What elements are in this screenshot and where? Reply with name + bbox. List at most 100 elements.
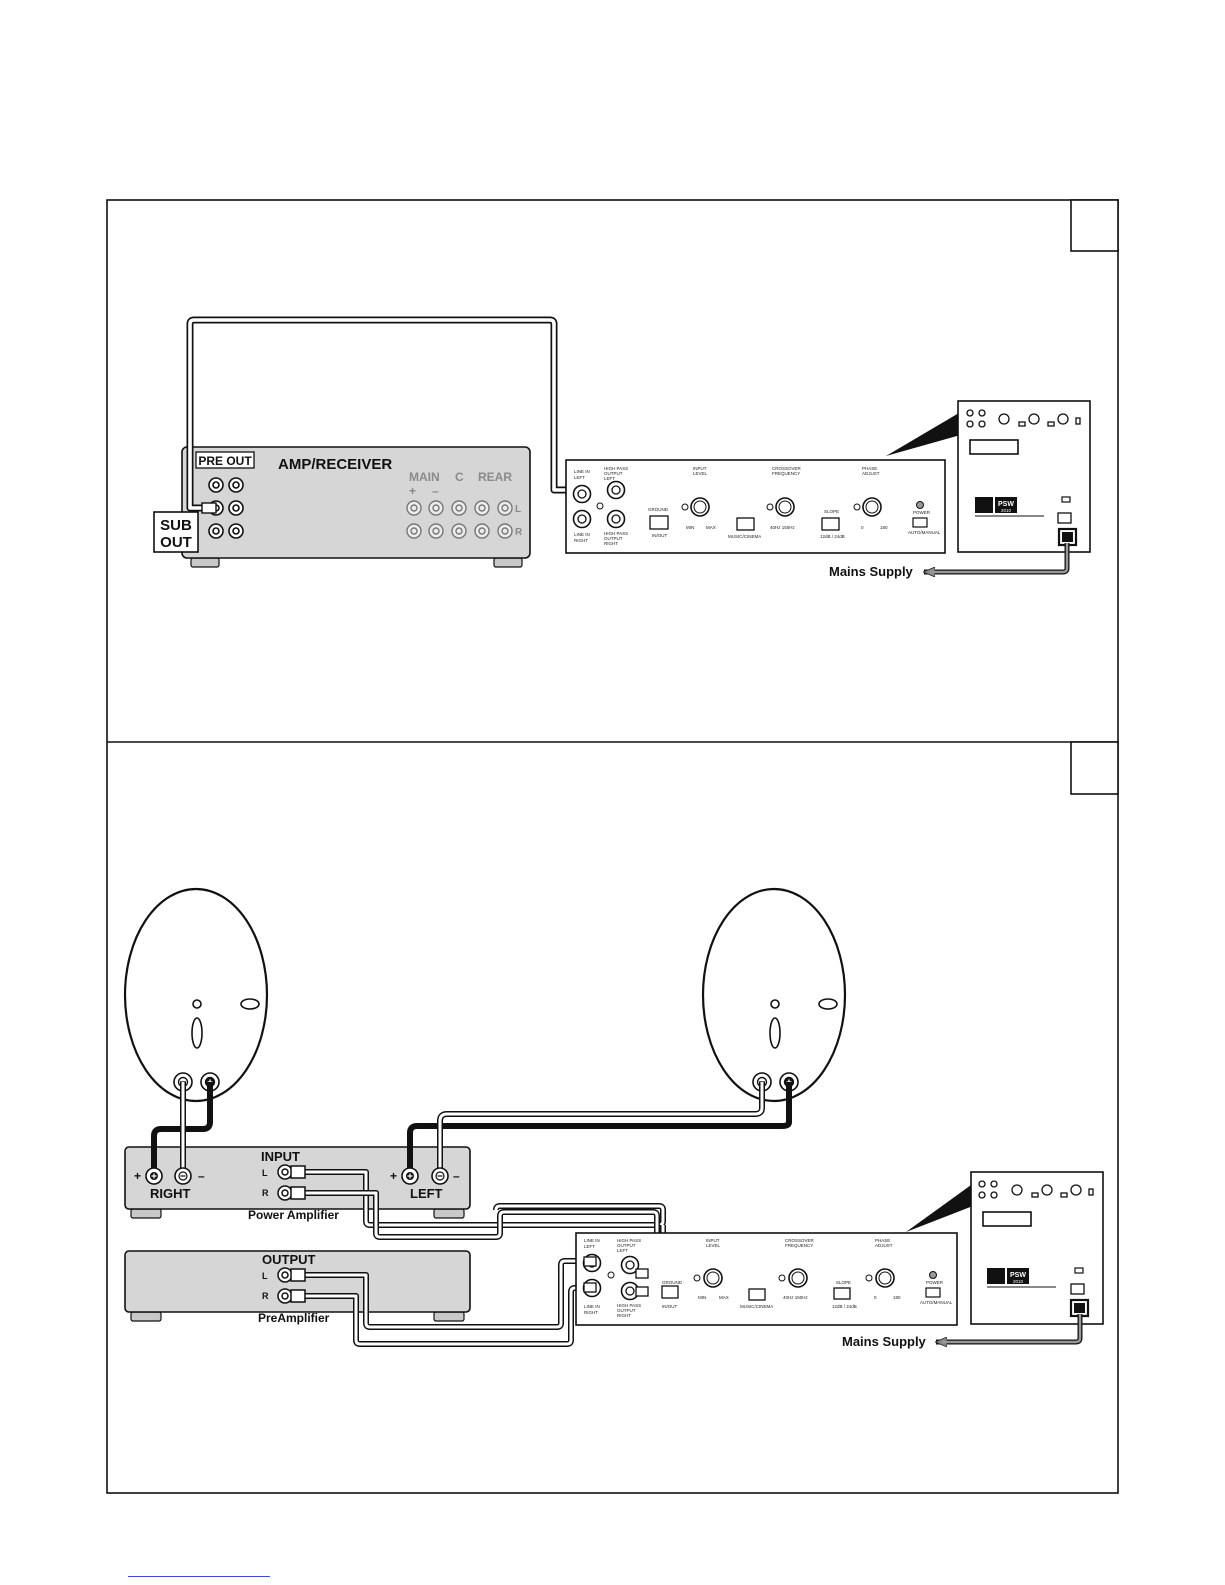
sub-out-line2: OUT [160, 534, 192, 551]
phase-0-label: 0 [861, 525, 864, 530]
phase-0-label-2: 0 [874, 1295, 877, 1300]
footer-link-underline[interactable] [128, 1576, 270, 1577]
line-in-left-label-2: LEFT [574, 475, 585, 480]
zoom-callout-2 [906, 1180, 978, 1232]
minus-label: – [432, 484, 439, 498]
crossover-label-2-1: CROSSOVER [785, 1238, 815, 1243]
ground-label-2: GROUND [662, 1280, 683, 1285]
plus-label: + [409, 484, 416, 498]
model-text: 2010 [1001, 508, 1012, 513]
hp-out-left-label-3: LEFT [604, 476, 615, 481]
hp-out-right-label-2-3: RIGHT [617, 1313, 631, 1318]
input-level-label-1: INPUT [693, 466, 707, 471]
line-in-left-label-2-1: LINE IN [584, 1238, 600, 1243]
line-in-right-label-2-1: LINE IN [584, 1304, 600, 1309]
slope-label: SLOPE [824, 509, 839, 514]
auto-manual-label: AUTO/MANUAL [908, 530, 941, 535]
hp-out-left-label-2-3: LEFT [617, 1248, 628, 1253]
page-frame [106, 199, 1119, 1494]
power-amp-foot-left [130, 1208, 162, 1219]
level-min-label: MIN [686, 525, 694, 530]
left-speaker-cable [407, 1082, 792, 1176]
subwoofer-back-plate-2: PSW 2010 [970, 1171, 1104, 1325]
crossover-range-label: 40Hz 150Hz [770, 525, 796, 530]
preamp-output-label: OUTPUT [262, 1252, 316, 1267]
hp-out-right-label-2-1: HIGH PASS [617, 1303, 641, 1308]
model-text-2: 2010 [1013, 1279, 1024, 1284]
hp-out-left-label-2-1: HIGH PASS [617, 1238, 641, 1243]
sub-out-plug [201, 502, 217, 514]
power-amp-left-label: LEFT [410, 1186, 443, 1201]
power-amp-caption: Power Amplifier [248, 1208, 339, 1222]
power-label-2: POWER [926, 1280, 944, 1285]
phase-label-2-1: PHASE [875, 1238, 890, 1243]
power-amp-input-label: INPUT [261, 1149, 300, 1164]
preamp-foot-right [433, 1311, 465, 1322]
amp-rca-jacks [277, 1164, 306, 1304]
figure2: INPUT L R + – RIGHT + – LEFT Power Ampli… [123, 887, 1104, 1349]
crossover-label-1: CROSSOVER [772, 466, 802, 471]
power-amp-left-minus: – [453, 1169, 460, 1183]
line-in-left-label-1: LINE IN [574, 469, 590, 474]
ground-switch-label: IN/OUT [652, 533, 668, 538]
logo-text: PSW [998, 501, 1014, 508]
pre-out-label: PRE OUT [198, 454, 252, 468]
preamp-to-line-in-cables [300, 1258, 584, 1347]
speaker-output-jacks [406, 500, 513, 539]
right-speaker-cable [151, 1082, 213, 1176]
logo-text-2: PSW [1010, 1272, 1026, 1279]
hp-out-right-label-2: OUTPUT [604, 536, 623, 541]
mains-supply-label-2: Mains Supply [842, 1334, 927, 1349]
figure1-number-box [1070, 199, 1119, 252]
subwoofer-back-plate: PSW 2010 [957, 400, 1091, 553]
line-in-right-label-1: LINE IN [574, 532, 590, 537]
power-amp-r-label: R [262, 1188, 269, 1198]
line-in-right-label-2: RIGHT [574, 538, 588, 543]
pre-out-jacks [208, 477, 244, 539]
center-label: C [455, 470, 464, 484]
phase-180-label: 180 [880, 525, 888, 530]
power-amp-right-label: RIGHT [150, 1186, 191, 1201]
left-channel-label: L [515, 504, 521, 515]
line-in-right-label-2-2: RIGHT [584, 1310, 598, 1315]
crossover-label-2: FREQUENCY [772, 471, 800, 476]
power-amp-right-plus: + [134, 1169, 141, 1183]
amp-receiver-title: AMP/RECEIVER [278, 456, 392, 473]
music-cinema-label: MUSIC/CINEMA [728, 534, 761, 539]
slope-values-label-2: 12dB / 24dB [832, 1304, 857, 1309]
power-amp-left-plus: + [390, 1169, 397, 1183]
power-amp-l-label: L [262, 1168, 268, 1178]
input-level-label-2-2: LEVEL [706, 1243, 721, 1248]
left-speaker [701, 887, 847, 1103]
auto-manual-label-2: AUTO/MANUAL [920, 1300, 953, 1305]
zoom-callout [886, 410, 964, 456]
right-channel-label: R [515, 527, 523, 538]
phase-180-label-2: 180 [893, 1295, 901, 1300]
main-label: MAIN [409, 470, 440, 484]
power-amp-right-minus: – [198, 1169, 205, 1183]
figure2-number-box [1070, 741, 1119, 795]
right-speaker [123, 887, 269, 1103]
phase-label-2-2: ADJUST [875, 1243, 893, 1248]
power-amp-terminals [145, 1167, 449, 1185]
ground-switch-label-2: IN/OUT [662, 1304, 678, 1309]
phase-label-2: ADJUST [862, 471, 880, 476]
mains-supply-label: Mains Supply [829, 564, 914, 579]
amp-receiver-foot-right [493, 557, 523, 568]
crossover-label-2-2: FREQUENCY [785, 1243, 813, 1248]
hp-out-right-label-3: RIGHT [604, 541, 618, 546]
crossover-range-label-2: 40Hz 150Hz [783, 1295, 809, 1300]
preamp-caption: PreAmplifier [258, 1311, 330, 1325]
level-min-label-2: MIN [698, 1295, 706, 1300]
level-max-label: MAX [706, 525, 716, 530]
phase-label-1: PHASE [862, 466, 877, 471]
figure1: PRE OUT AMP/RECEIVER SUB OUT MAIN C REAR… [153, 316, 1091, 579]
rear-label: REAR [478, 470, 512, 484]
power-amp-foot-right [433, 1208, 465, 1219]
input-level-label-2-1: INPUT [706, 1238, 720, 1243]
hp-out-right-label-1: HIGH PASS [604, 531, 628, 536]
input-level-label-2: LEVEL [693, 471, 708, 476]
subwoofer-control-panel-2: LINE IN LEFT LINE IN RIGHT HIGH PASS OUT… [575, 1232, 958, 1326]
pre-out-label-box [195, 451, 255, 469]
